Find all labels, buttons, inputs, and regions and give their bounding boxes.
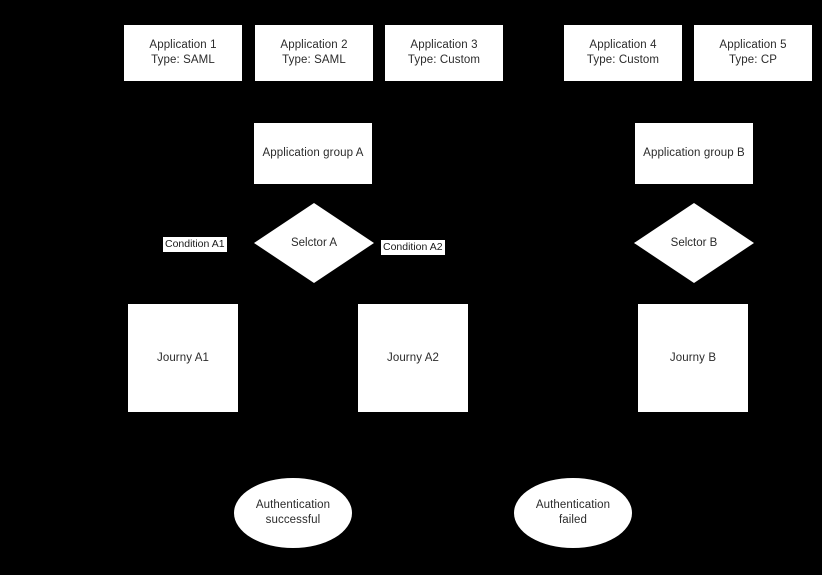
outcome-node-failed[interactable]: Authentication failed [514,478,632,548]
application-node-2-label: Application 2 Type: SAML [280,39,348,66]
application-node-2[interactable]: Application 2 Type: SAML [255,25,373,81]
application-node-4-label: Application 4 Type: Custom [586,39,660,66]
application-group-node-a[interactable]: Application group A [254,123,372,184]
application-group-a-label: Application group A [262,147,364,159]
journey-node-b[interactable]: Journy B [638,304,748,412]
outcome-node-success[interactable]: Authentication successful [234,478,352,548]
selector-node-b[interactable]: Selctor B [634,203,754,283]
diamond-shape-icon [254,203,374,283]
condition-label-a2: Condition A2 [381,240,445,255]
application-node-5-label: Application 5 Type: CP [719,39,787,66]
application-node-4[interactable]: Application 4 Type: Custom [564,25,682,81]
outcome-failed-label: Authentication failed [535,499,611,526]
journey-node-a1[interactable]: Journy A1 [128,304,238,412]
application-group-node-b[interactable]: Application group B [635,123,753,184]
selector-node-a[interactable]: Selctor A [254,203,374,283]
journey-a2-label: Journy A2 [386,351,440,364]
application-node-3-label: Application 3 Type: Custom [407,39,481,66]
journey-node-a2[interactable]: Journy A2 [358,304,468,412]
application-node-5[interactable]: Application 5 Type: CP [694,25,812,81]
application-group-b-label: Application group B [643,147,745,159]
diamond-shape-icon [634,203,754,283]
application-node-1-label: Application 1 Type: SAML [149,39,217,66]
condition-label-a1: Condition A1 [163,237,227,252]
application-node-1[interactable]: Application 1 Type: SAML [124,25,242,81]
journey-a1-label: Journy A1 [156,351,210,364]
journey-b-label: Journy B [669,351,717,364]
application-node-3[interactable]: Application 3 Type: Custom [385,25,503,81]
outcome-success-label: Authentication successful [255,499,331,526]
